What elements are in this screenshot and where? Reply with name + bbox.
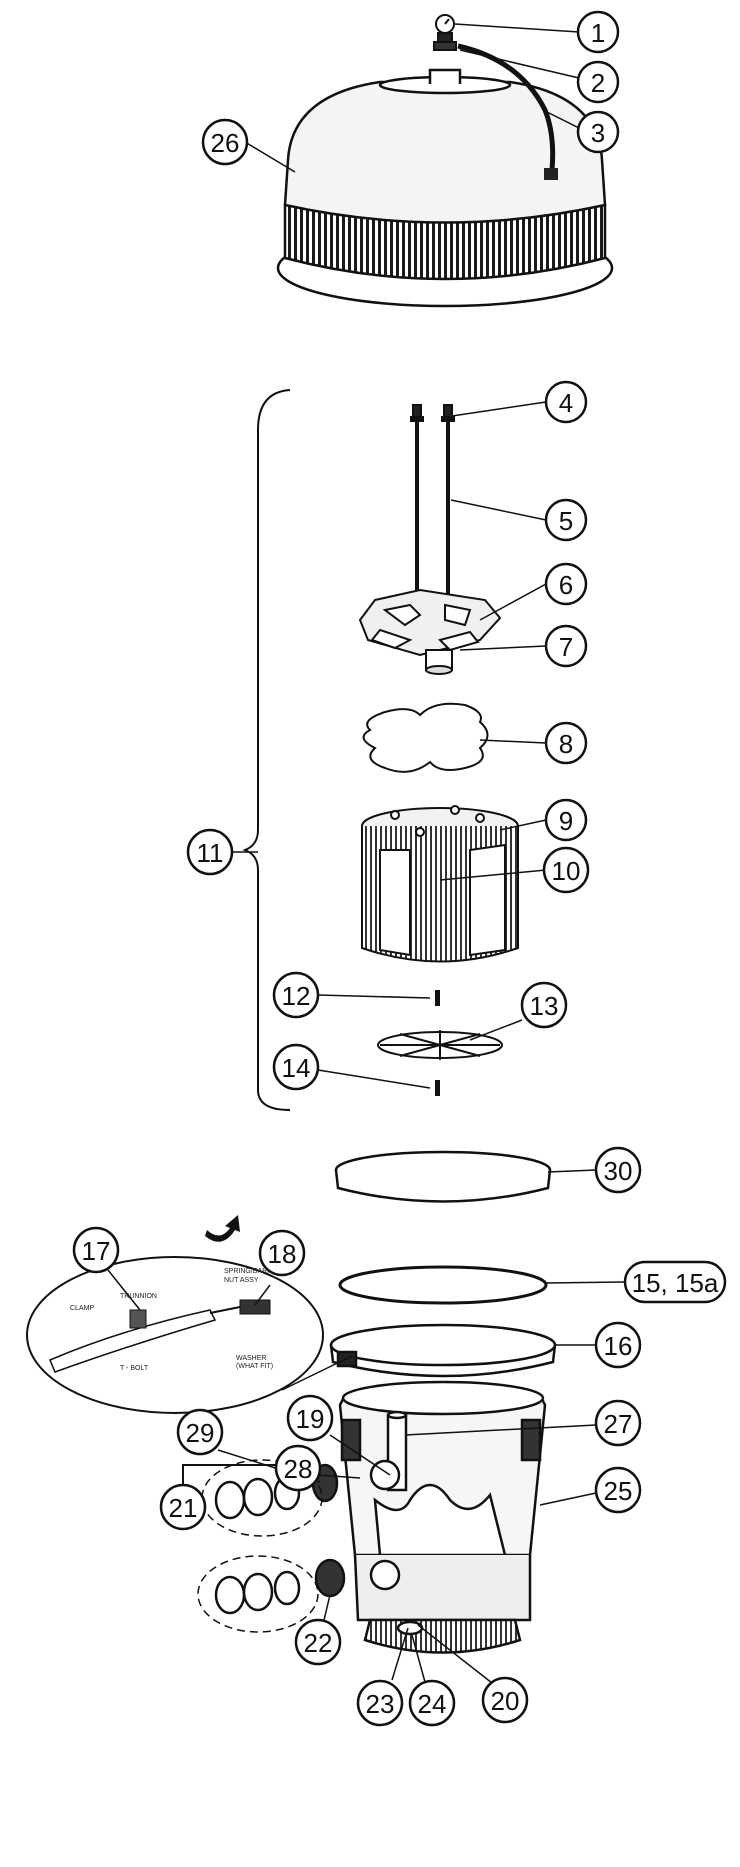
callout-9: 9 <box>544 798 588 842</box>
inset-label-washer-sub: (WHAT FIT) <box>236 1363 273 1370</box>
svg-text:27: 27 <box>604 1409 633 1439</box>
tie-rods <box>410 404 455 610</box>
callout-29: 29 <box>176 1408 224 1456</box>
spacer-lower <box>435 1080 440 1096</box>
callout-18: 18 <box>258 1229 306 1277</box>
callout-8: 8 <box>544 721 588 765</box>
manifold-gasket <box>362 702 489 773</box>
inset-label-tbolt: T - BOLT <box>120 1365 149 1372</box>
callout-2: 2 <box>576 60 620 104</box>
callout-7: 7 <box>544 624 588 668</box>
callout-15: 15, 15a <box>623 1260 727 1304</box>
inset-label-trunnion: TRUNNION <box>120 1293 157 1300</box>
svg-text:22: 22 <box>304 1628 333 1658</box>
callout-19: 19 <box>286 1394 334 1442</box>
callout-22: 22 <box>294 1618 342 1666</box>
svg-text:7: 7 <box>559 632 573 662</box>
tank-clamp <box>329 1323 557 1378</box>
callout-12: 12 <box>272 971 320 1019</box>
callout-26: 26 <box>201 118 249 166</box>
air-relief-hose <box>457 43 556 171</box>
inset-label-spring: SPRING/BARREL <box>224 1268 281 1275</box>
callout-28: 28 <box>274 1444 322 1492</box>
lid-ring <box>334 1150 552 1203</box>
clamp-detail-inset: SPRING/BARREL NUT ASSY TRUNNION CLAMP T … <box>26 1256 353 1414</box>
svg-text:18: 18 <box>268 1239 297 1269</box>
svg-text:15, 15a: 15, 15a <box>632 1268 719 1298</box>
svg-text:23: 23 <box>366 1689 395 1719</box>
tank-o-ring <box>338 1265 548 1305</box>
svg-text:24: 24 <box>418 1689 447 1719</box>
callout-23: 23 <box>356 1679 404 1727</box>
callout-17: 17 <box>72 1226 120 1274</box>
svg-text:12: 12 <box>282 981 311 1011</box>
arrow-icon <box>205 1215 240 1242</box>
svg-text:6: 6 <box>559 570 573 600</box>
callout-11: 11 <box>186 828 234 876</box>
inset-label-clamp: CLAMP <box>70 1305 94 1312</box>
tank-body <box>338 1380 547 1654</box>
callout-6: 6 <box>544 562 588 606</box>
grid-spreader <box>377 1030 503 1060</box>
callout-20: 20 <box>481 1676 529 1724</box>
filter-grid <box>361 805 519 963</box>
svg-text:16: 16 <box>604 1331 633 1361</box>
svg-text:26: 26 <box>211 128 240 158</box>
svg-text:3: 3 <box>591 118 605 148</box>
svg-text:9: 9 <box>559 806 573 836</box>
svg-text:17: 17 <box>82 1236 111 1266</box>
callout-16: 16 <box>594 1321 642 1369</box>
svg-text:5: 5 <box>559 506 573 536</box>
callout-1: 1 <box>576 10 620 54</box>
svg-text:29: 29 <box>186 1418 215 1448</box>
assembly-bracket <box>242 389 291 1111</box>
svg-text:13: 13 <box>530 991 559 1021</box>
svg-text:28: 28 <box>284 1454 313 1484</box>
leader-lines <box>107 23 626 1684</box>
callout-30: 30 <box>594 1146 642 1194</box>
inset-label-nut: NUT ASSY <box>224 1277 259 1284</box>
svg-text:21: 21 <box>169 1493 198 1523</box>
callout-21: 21 <box>159 1483 207 1531</box>
callout-25: 25 <box>594 1466 642 1514</box>
callout-5: 5 <box>544 498 588 542</box>
svg-text:11: 11 <box>197 838 224 868</box>
callout-4: 4 <box>544 380 588 424</box>
svg-text:10: 10 <box>552 856 581 886</box>
callout-10: 10 <box>542 846 590 894</box>
callout-14: 14 <box>272 1043 320 1091</box>
svg-text:2: 2 <box>591 68 605 98</box>
tank-lid <box>276 68 614 308</box>
svg-text:8: 8 <box>559 729 573 759</box>
svg-text:4: 4 <box>559 388 573 418</box>
union-group-lower <box>197 1555 319 1633</box>
manifold <box>358 588 502 675</box>
union-fittings <box>214 1463 424 1636</box>
union-group-upper <box>201 1459 323 1537</box>
svg-text:20: 20 <box>491 1686 520 1716</box>
callout-13: 13 <box>520 981 568 1029</box>
callout-3: 3 <box>576 110 620 154</box>
svg-text:30: 30 <box>604 1156 633 1186</box>
svg-text:25: 25 <box>604 1476 633 1506</box>
callout-24: 24 <box>408 1679 456 1727</box>
pressure-gauge <box>433 14 457 51</box>
spacer <box>435 990 440 1006</box>
svg-text:14: 14 <box>282 1053 311 1083</box>
svg-text:1: 1 <box>591 18 605 48</box>
svg-text:19: 19 <box>296 1404 325 1434</box>
inset-label-washer: WASHER <box>236 1355 266 1362</box>
callout-27: 27 <box>594 1399 642 1447</box>
